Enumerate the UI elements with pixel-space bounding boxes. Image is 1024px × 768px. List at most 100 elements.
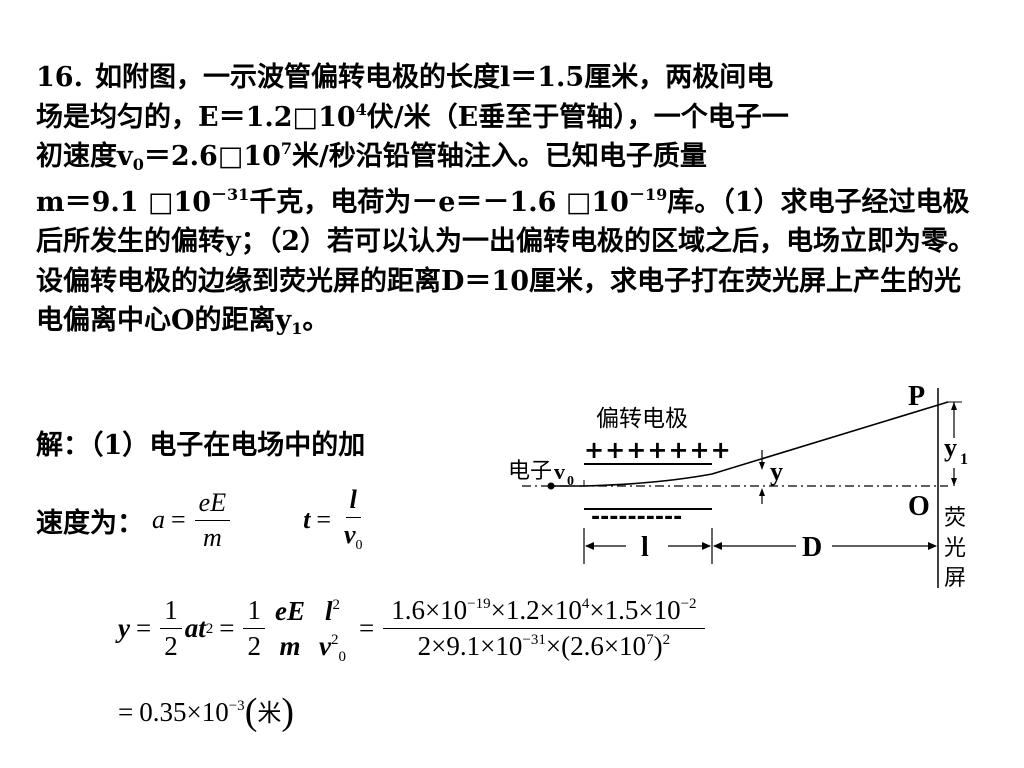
l-arrow-right xyxy=(702,542,711,550)
time-formula: t = l v0 xyxy=(303,485,369,554)
defl-half-1-den: 2 xyxy=(164,631,178,661)
num-factor-2: ×1.2×10 xyxy=(490,595,582,625)
defl-v: v xyxy=(318,630,331,661)
defl-l-sq: l2 xyxy=(321,596,344,629)
y-arrow-bottom-head xyxy=(759,488,765,496)
problem-p2-mass: m＝9.1 □10 xyxy=(36,186,212,218)
problem-p2-charge-exponent: －19 xyxy=(628,184,668,204)
problem-p2-questions: 库。（1）求电子经过电极后所发生的偏转y；（2）若可以认为一出偏转电极的区域之后… xyxy=(36,186,975,337)
D-arrow-left xyxy=(713,542,722,550)
den-factor-3: ) xyxy=(653,631,663,661)
defl-equals-1: = xyxy=(135,613,152,643)
defl-v-sq: v20 xyxy=(315,629,350,665)
den-factor-1-exp: −31 xyxy=(522,632,546,648)
den-factor-2: ×(2.6×10 xyxy=(545,631,647,661)
time-den-v: v xyxy=(344,520,356,550)
accel-numerator: eE xyxy=(194,488,231,521)
problem-paragraph-1: 16. 如附图，一示波管偏转电极的长度l＝1.5厘米，两极间电场是均匀的，E＝1.… xyxy=(36,58,976,177)
den-factor-2-exp: 7 xyxy=(646,632,654,648)
problem-line-2-exponent: 4 xyxy=(355,99,367,119)
defl-v-sub: 0 xyxy=(338,648,346,665)
screen-label-2: 光 xyxy=(944,536,966,561)
defl-numeric-fraction: 1.6×10−19×1.2×104×1.5×10−2 2×9.1×10−31×(… xyxy=(383,595,705,662)
problem-line-2a: 场是均匀的，E＝1.2□10 xyxy=(36,101,356,133)
problem-paragraph-2: m＝9.1 □10－31千克，电荷为－e＝－1.6 □10－19库。（1）求电子… xyxy=(36,183,976,341)
electrode-title: 偏转电极 xyxy=(596,406,688,432)
acceleration-row: 速度为： a = eE m t = l v0 xyxy=(36,485,370,555)
positive-plate-signs: +++++++ xyxy=(584,436,732,464)
oscilloscope-deflection-diagram: 偏转电极 +++++++ ---------- 电子 v 0 y P O y 1… xyxy=(508,381,968,591)
problem-line-3c: 米/秒沿铅管轴注入。已知电子质量 xyxy=(292,141,707,172)
negative-plate-signs: ---------- xyxy=(591,505,682,530)
defl-v-exp: 2 xyxy=(330,631,339,648)
problem-number: 16. xyxy=(36,62,83,93)
accel-equals: = xyxy=(171,505,186,534)
accel-lhs: a xyxy=(152,505,165,534)
l-label: l xyxy=(641,532,649,563)
problem-line-3-subscript: 0 xyxy=(132,155,144,174)
point-O-label: O xyxy=(908,491,930,522)
deflection-result: =0.35×10−3(米) xyxy=(118,690,294,734)
y1-arrow-top-head xyxy=(951,402,957,410)
num-factor-3-exp: −2 xyxy=(680,596,697,612)
problem-p2-charge: 千克，电荷为－e＝－1.6 □10 xyxy=(249,186,629,218)
time-den-sub: 0 xyxy=(355,538,363,554)
y1-arrow-bottom-head xyxy=(951,478,957,486)
result-paren-open: ( xyxy=(244,691,258,733)
screen-label-1: 荧 xyxy=(944,506,966,531)
defl-eE: eE xyxy=(274,595,305,626)
defl-equals-2: = xyxy=(219,613,235,643)
den-factor-1: 2×9.1×10 xyxy=(417,631,523,661)
defl-numeric-numerator: 1.6×10−19×1.2×104×1.5×10−2 xyxy=(383,595,705,629)
problem-p2-end: 。 xyxy=(302,305,330,336)
result-value: 0.35×10 xyxy=(139,697,229,727)
y1-label: y xyxy=(944,433,957,462)
result-unit: 米 xyxy=(257,699,282,727)
point-P-label: P xyxy=(908,381,925,412)
problem-line-3b: ＝2.6□10 xyxy=(143,141,281,172)
defl-l-over-v: l2 v20 xyxy=(315,596,350,665)
num-factor-2-exp: 4 xyxy=(581,596,590,612)
problem-statement: 16. 如附图，一示波管偏转电极的长度l＝1.5厘米，两极间电场是均匀的，E＝1.… xyxy=(36,58,976,341)
problem-p2-mass-exponent: －31 xyxy=(211,184,250,204)
D-arrow-right xyxy=(928,542,937,550)
defl-l-exp: 2 xyxy=(332,596,340,613)
solution-intro: 解：（1）电子在电场中的加 xyxy=(36,430,366,461)
defl-half-2-num: 1 xyxy=(243,595,265,629)
defl-a: a xyxy=(184,613,199,643)
time-fraction: l v0 xyxy=(340,485,367,554)
problem-line-3-exponent: 7 xyxy=(280,139,293,158)
num-factor-1: 1.6×10 xyxy=(391,595,468,625)
defl-half-2-den: 2 xyxy=(247,631,261,661)
accel-fraction: eE m xyxy=(194,488,231,553)
problem-line-2b: 伏/米（E垂至于管轴），一个电子一 xyxy=(366,101,789,133)
defl-half-2: 1 2 xyxy=(243,595,265,662)
defl-half-1-num: 1 xyxy=(160,595,182,629)
speed-label: 速度为： xyxy=(36,507,144,539)
defl-eE-over-m: eE m xyxy=(271,596,309,662)
defl-equals-3: = xyxy=(358,613,375,643)
problem-line-1: 如附图，一示波管偏转电极的长度l＝1.5厘米，两极间电 xyxy=(94,62,774,93)
problem-line-3a: 初速度v xyxy=(36,141,133,172)
time-numerator: l xyxy=(345,485,361,519)
accel-denominator: m xyxy=(202,522,222,552)
den-factor-3-exp: 2 xyxy=(662,632,671,648)
defl-l: l xyxy=(324,595,333,626)
result-exponent: −3 xyxy=(228,698,245,714)
defl-t: t xyxy=(198,613,206,643)
electron-label: 电子 xyxy=(508,459,552,484)
acceleration-formula: a = eE m xyxy=(152,488,233,553)
l-arrow-left xyxy=(585,542,594,550)
y-arrow-top-head xyxy=(759,462,765,470)
problem-p2-y1-subscript: 1 xyxy=(291,319,303,338)
time-denominator: v0 xyxy=(340,518,367,554)
num-factor-3: ×1.5×10 xyxy=(589,595,681,625)
num-factor-1-exp: −19 xyxy=(467,596,491,612)
y1-subscript: 1 xyxy=(960,451,968,468)
time-equals: = xyxy=(316,505,331,534)
electron-trajectory xyxy=(551,401,949,487)
defl-numeric-denominator: 2×9.1×10−31×(2.6×107)2 xyxy=(414,629,674,662)
v0-label: v xyxy=(554,459,565,484)
screen-label-3: 屏 xyxy=(944,566,966,591)
